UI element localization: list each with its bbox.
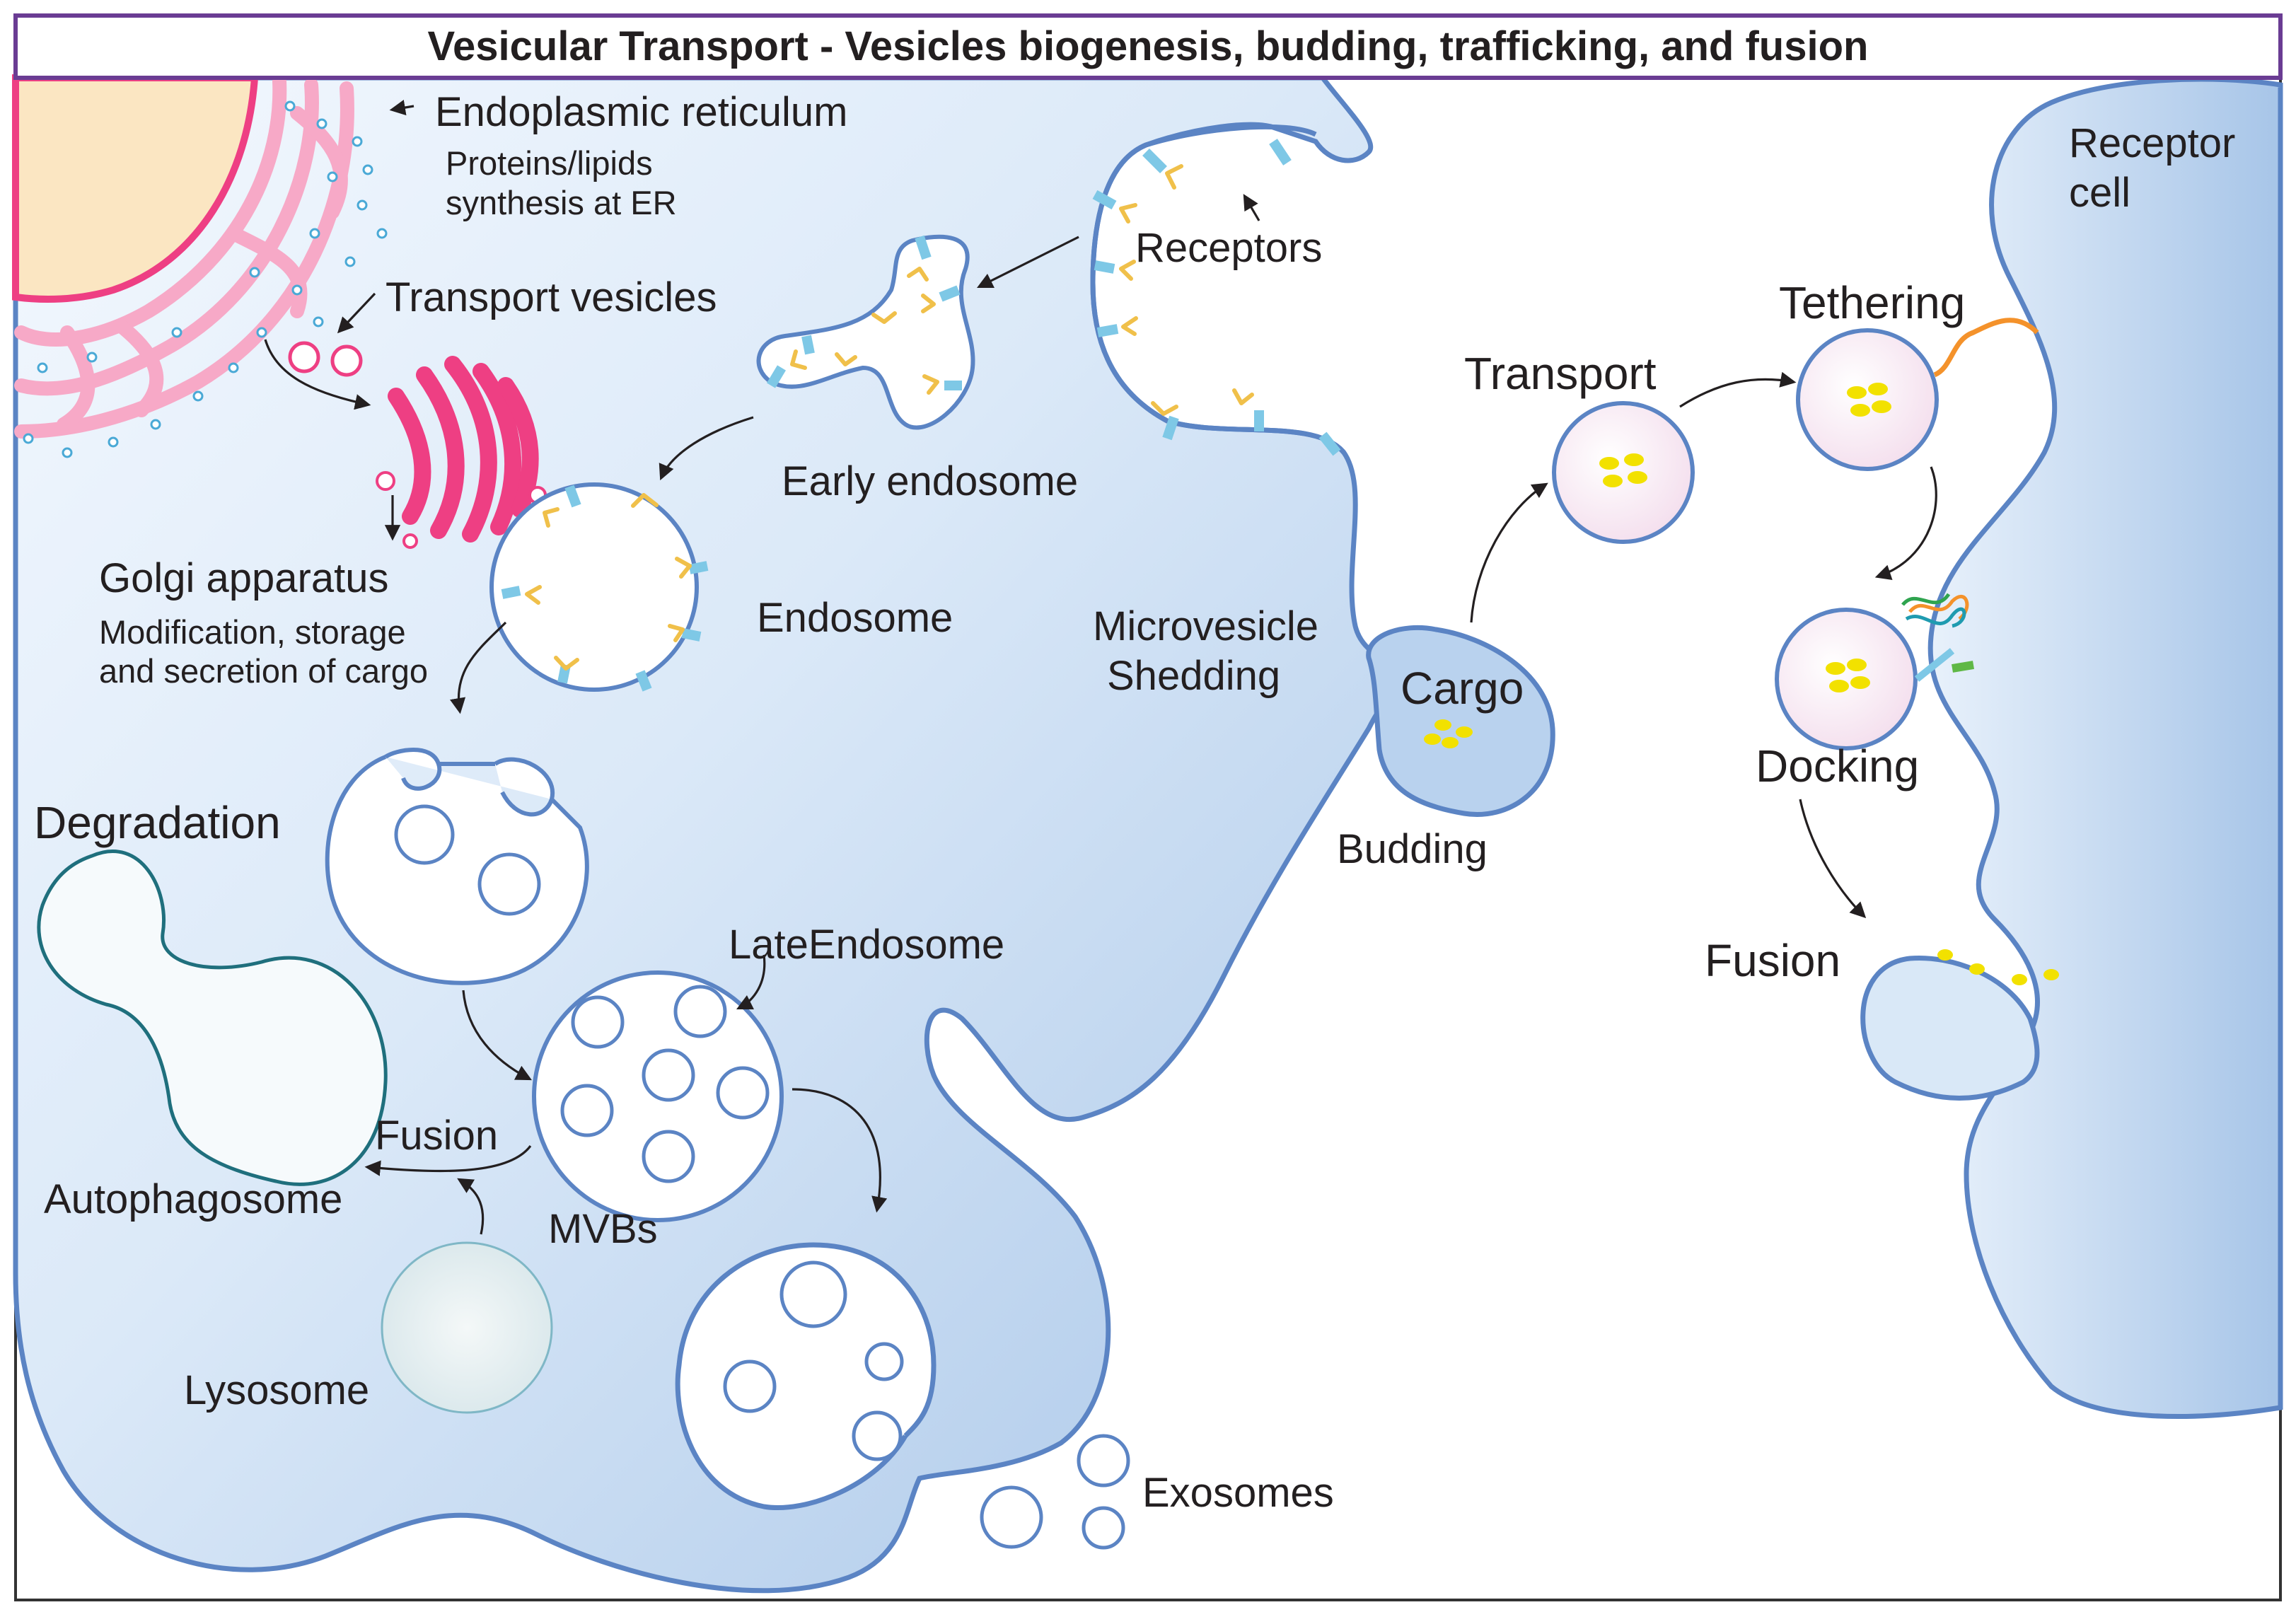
label-cell: cell xyxy=(2069,170,2130,216)
label-golgi-sub-2: and secretion of cargo xyxy=(99,652,428,690)
label-receptors: Receptors xyxy=(1135,225,1322,271)
label-golgi: Golgi apparatus xyxy=(99,555,388,601)
cargo-particles xyxy=(1599,453,1647,487)
label-golgi-sub-1: Modification, storage xyxy=(99,613,406,651)
label-fusion-left: Fusion xyxy=(375,1113,498,1159)
receptor-cell xyxy=(1927,76,2283,1419)
diagram-title: Vesicular Transport - Vesicles biogenesi… xyxy=(428,23,1869,69)
label-early-endosome: Early endosome xyxy=(782,458,1078,504)
label-budding: Budding xyxy=(1337,826,1488,872)
cargo-particles xyxy=(1424,719,1473,748)
label-cargo: Cargo xyxy=(1401,663,1524,714)
transport-vesicle-cargo xyxy=(1552,401,1695,544)
golgi-apparatus xyxy=(388,356,539,543)
autophagosome xyxy=(37,850,388,1186)
er-ribosomes xyxy=(23,100,388,458)
docking-vesicle xyxy=(1775,608,1918,750)
label-degradation: Degradation xyxy=(34,797,281,848)
intraluminal-vesicle xyxy=(477,852,541,916)
label-microvesicle: Microvesicle xyxy=(1093,603,1318,649)
label-shedding: Shedding xyxy=(1107,653,1280,699)
label-fusion-right: Fusion xyxy=(1705,935,1840,986)
endosome-invaginating xyxy=(325,748,589,985)
label-late-endosome: LateEndosome xyxy=(729,922,1004,968)
plasma-membrane-pit xyxy=(1090,124,1346,455)
intraluminal-vesicle xyxy=(394,804,455,865)
label-mvbs: MVBs xyxy=(548,1206,658,1252)
tether-protein xyxy=(1933,318,2039,378)
label-er-sub-1: Proteins/lipids xyxy=(446,144,653,182)
label-er-sub-2: synthesis at ER xyxy=(446,184,677,221)
label-docking: Docking xyxy=(1756,741,1919,791)
label-autophagosome: Autophagosome xyxy=(44,1176,342,1222)
cargo-particles xyxy=(1826,659,1870,692)
fusion-vesicle xyxy=(1860,955,2040,1101)
nucleus xyxy=(12,74,259,303)
receptors xyxy=(501,139,1341,692)
exosomes xyxy=(980,1434,1130,1550)
labels: Endoplasmic reticulum Proteins/lipids sy… xyxy=(34,89,2235,1516)
cargo-particles xyxy=(1937,949,2059,985)
mvb-vesicles xyxy=(560,985,770,1183)
golgi-vesicles xyxy=(376,471,547,549)
label-endosome: Endosome xyxy=(757,595,953,641)
label-lysosome: Lysosome xyxy=(184,1367,369,1413)
pathway-arrows xyxy=(264,100,1937,1235)
endosome xyxy=(489,482,699,692)
label-transport: Transport xyxy=(1464,348,1657,399)
label-exosomes: Exosomes xyxy=(1142,1470,1334,1516)
budding-microvesicle xyxy=(1366,625,1555,817)
cargo-particles xyxy=(1847,383,1891,417)
snare-complex xyxy=(1901,593,1974,682)
label-tethering: Tethering xyxy=(1779,277,1965,328)
label-er: Endoplasmic reticulum xyxy=(435,89,847,135)
endoplasmic-reticulum xyxy=(14,74,354,439)
transport-vesicle xyxy=(288,341,320,373)
label-transport-vesicles: Transport vesicles xyxy=(385,274,717,320)
exosome-precursors xyxy=(723,1260,904,1461)
title-bar xyxy=(13,13,2283,80)
tethering-vesicle xyxy=(1796,328,1939,471)
early-endosome xyxy=(756,234,975,430)
lysosome xyxy=(381,1241,553,1414)
label-receptor: Receptor xyxy=(2069,120,2235,166)
transport-vesicle xyxy=(330,344,363,377)
